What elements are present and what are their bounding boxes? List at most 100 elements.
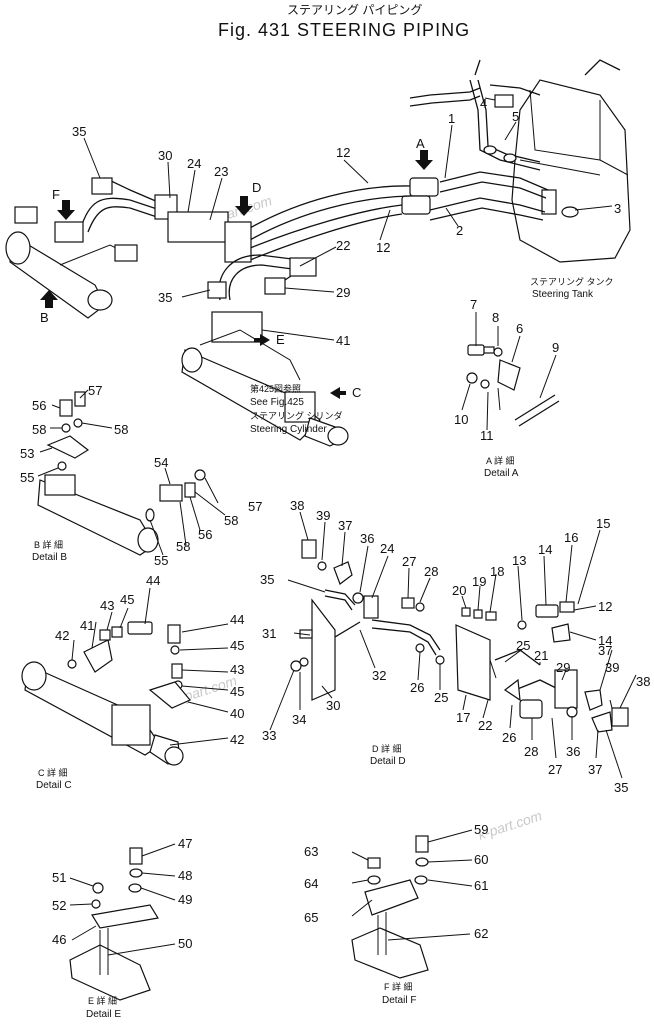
callout: 35 bbox=[260, 572, 274, 587]
callout: 60 bbox=[474, 852, 488, 867]
arrow-a-icon bbox=[415, 150, 433, 170]
callout: 41 bbox=[336, 333, 350, 348]
callout: 38 bbox=[636, 674, 650, 689]
callout: 28 bbox=[424, 564, 438, 579]
detail-label: Detail D bbox=[370, 756, 406, 767]
callout: 24 bbox=[187, 156, 201, 171]
callout: 52 bbox=[52, 898, 66, 913]
callout: 16 bbox=[564, 530, 578, 545]
callout: 40 bbox=[230, 706, 244, 721]
detail-label-jp: B 詳 細 bbox=[34, 539, 63, 550]
callout: 64 bbox=[304, 876, 318, 891]
steering-cylinder-label: Steering Cylinder bbox=[250, 424, 327, 435]
steering-tank-label: Steering Tank bbox=[532, 289, 594, 300]
detail-label: Detail E bbox=[86, 1009, 121, 1020]
callout: 4 bbox=[480, 96, 487, 111]
callout: 50 bbox=[178, 936, 192, 951]
arrow-f-icon bbox=[57, 200, 75, 220]
detail-a: 7 8 6 9 10 11 A 詳 細 Detail A bbox=[454, 297, 560, 479]
callout: 29 bbox=[556, 660, 570, 675]
callout: 47 bbox=[178, 836, 192, 851]
callout: 42 bbox=[55, 628, 69, 643]
callout: 14 bbox=[598, 633, 612, 648]
detail-f: 59 60 61 63 64 65 62 F 詳 細 Detail F bbox=[304, 822, 488, 1006]
callout: 27 bbox=[402, 554, 416, 569]
callout-letter: D bbox=[252, 180, 261, 195]
callout-letter: F bbox=[52, 187, 60, 202]
callout: 44 bbox=[230, 612, 244, 627]
callout: 24 bbox=[380, 541, 394, 556]
callout: 63 bbox=[304, 844, 318, 859]
callout: 57 bbox=[88, 383, 102, 398]
callout: 1 bbox=[448, 111, 455, 126]
callout: 35 bbox=[158, 290, 172, 305]
callout: 31 bbox=[262, 626, 276, 641]
title-jp: ステアリング パイピング bbox=[287, 3, 422, 17]
callout: 25 bbox=[516, 638, 530, 653]
callout: 18 bbox=[490, 564, 504, 579]
callout: 9 bbox=[552, 340, 559, 355]
callout: 61 bbox=[474, 878, 488, 893]
detail-label: Detail A bbox=[484, 468, 519, 479]
callout: 26 bbox=[410, 680, 424, 695]
callout: 59 bbox=[474, 822, 488, 837]
callout: 7 bbox=[470, 297, 477, 312]
arrow-e-icon bbox=[254, 334, 270, 346]
callout: 36 bbox=[566, 744, 580, 759]
steering-tank-label-jp: ステアリング タンク bbox=[530, 276, 614, 287]
callout: 55 bbox=[20, 470, 34, 485]
detail-d: 38 39 37 36 24 27 28 20 19 18 13 14 16 1… bbox=[260, 498, 650, 795]
callout: 23 bbox=[214, 164, 228, 179]
detail-label: Detail F bbox=[382, 995, 416, 1006]
callout: 22 bbox=[478, 718, 492, 733]
callout: 42 bbox=[230, 732, 244, 747]
callout: 22 bbox=[336, 238, 350, 253]
detail-label-jp: E 詳 細 bbox=[88, 995, 117, 1006]
callout: 37 bbox=[338, 518, 352, 533]
callout: 6 bbox=[516, 321, 523, 336]
callout: 12 bbox=[336, 145, 350, 160]
callout: 25 bbox=[434, 690, 448, 705]
callout: 53 bbox=[20, 446, 34, 461]
detail-label: Detail B bbox=[32, 552, 67, 563]
callout: 45 bbox=[230, 638, 244, 653]
callout: 13 bbox=[512, 553, 526, 568]
callout: 30 bbox=[158, 148, 172, 163]
callout: 26 bbox=[502, 730, 516, 745]
callout: 34 bbox=[292, 712, 306, 727]
callout: 49 bbox=[178, 892, 192, 907]
callout: 58 bbox=[32, 422, 46, 437]
callout: 55 bbox=[154, 553, 168, 568]
callout: 37 bbox=[598, 643, 612, 658]
callout: 30 bbox=[326, 698, 340, 713]
callout: 43 bbox=[230, 662, 244, 677]
callout: 8 bbox=[492, 310, 499, 325]
callout: 48 bbox=[178, 868, 192, 883]
callout: 37 bbox=[588, 762, 602, 777]
callout: 58 bbox=[224, 513, 238, 528]
callout: 3 bbox=[614, 201, 621, 216]
callout: 43 bbox=[100, 598, 114, 613]
callout: 58 bbox=[114, 422, 128, 437]
callout: 36 bbox=[360, 531, 374, 546]
callout: 12 bbox=[598, 599, 612, 614]
callout: 41 bbox=[80, 618, 94, 633]
detail-c: 44 45 43 41 42 44 45 43 45 40 42 C 詳 細 D… bbox=[21, 573, 244, 791]
steering-tank bbox=[511, 59, 631, 263]
callout: 5 bbox=[512, 109, 519, 124]
callout-letter: C bbox=[352, 385, 361, 400]
callout: 39 bbox=[605, 660, 619, 675]
callout: 20 bbox=[452, 583, 466, 598]
callout: 62 bbox=[474, 926, 488, 941]
callout-letter: B bbox=[40, 310, 49, 325]
callout: 65 bbox=[304, 910, 318, 925]
main-assembly: 35 30 24 23 12 1 4 5 3 F D A 2 12 22 29 … bbox=[5, 59, 631, 447]
callout: 51 bbox=[52, 870, 66, 885]
callout: 2 bbox=[456, 223, 463, 238]
callout: 21 bbox=[534, 648, 548, 663]
steering-cylinder-left bbox=[5, 206, 138, 319]
arrow-d-icon bbox=[235, 196, 253, 216]
callout: 56 bbox=[198, 527, 212, 542]
detail-e: 47 48 49 51 52 46 50 E 詳 細 Detail E bbox=[52, 836, 192, 1020]
